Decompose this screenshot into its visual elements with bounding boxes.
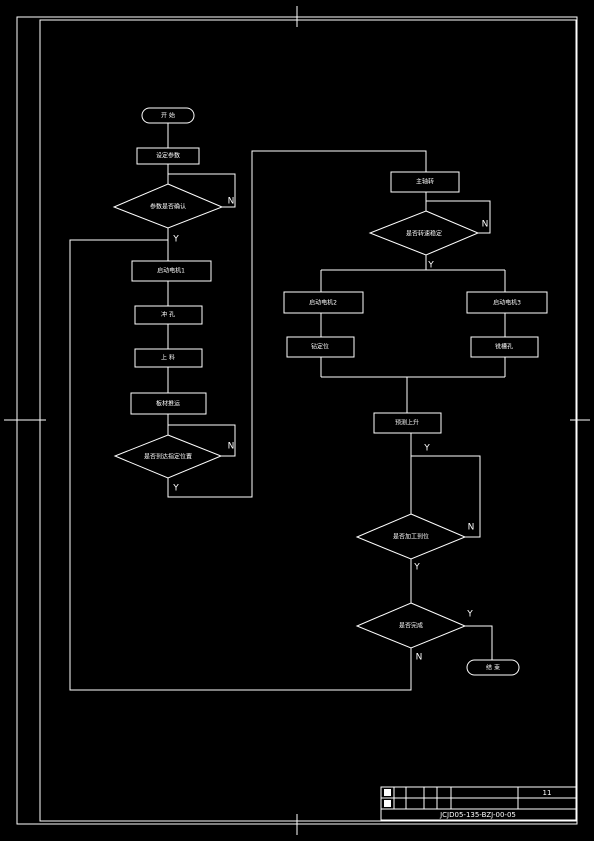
yes-label: Y	[423, 444, 430, 454]
decision-label: 是否转速稳定	[406, 230, 442, 238]
decision-label: 参数是否确认	[150, 203, 186, 211]
process-label: 钻定位	[311, 343, 329, 351]
process-label: 启动电机2	[309, 299, 337, 307]
decision-label: 是否到达指定位置	[144, 453, 192, 461]
yes-label: Y	[427, 261, 434, 271]
process-label: 上 料	[161, 354, 175, 362]
title-block-mark	[384, 800, 391, 807]
decision-diamond	[113, 434, 223, 479]
inner-border	[39, 19, 577, 822]
labels: 开 始 结 束 设定参数 启动电机1 冲 孔 上 料 板材推运 主轴转 启动电机…	[144, 112, 521, 672]
process-box	[131, 260, 212, 282]
no-label: N	[468, 523, 475, 533]
start-label: 开 始	[161, 112, 175, 120]
shapes	[112, 107, 548, 676]
decision-diamond	[112, 183, 224, 229]
start-terminal	[141, 107, 195, 124]
connectors	[69, 123, 506, 691]
decision-diamond	[355, 513, 467, 560]
process-box	[134, 305, 203, 325]
no-label: N	[482, 220, 489, 230]
process-box	[134, 348, 203, 368]
process-label: 冲 孔	[161, 311, 175, 319]
decision-diamond	[355, 602, 467, 649]
process-box	[136, 147, 200, 165]
process-box	[390, 171, 460, 193]
yes-label: Y	[172, 235, 179, 245]
yes-label: Y	[413, 563, 420, 573]
process-label: 设定参数	[156, 152, 180, 160]
center-marks	[4, 6, 590, 835]
process-box	[283, 291, 364, 314]
yes-label: Y	[172, 484, 179, 494]
decision-diamond	[368, 210, 480, 256]
end-label: 结 束	[486, 664, 500, 672]
process-label: 主轴转	[416, 178, 434, 186]
title-block: 11 JCJD05-135-BZJ-00-05	[380, 786, 577, 821]
title-block-mark	[384, 789, 391, 796]
yes-label: Y	[466, 610, 473, 620]
process-box	[470, 336, 539, 358]
process-label: 板材推运	[156, 400, 180, 408]
no-label: N	[228, 197, 235, 207]
process-label: 预测上升	[395, 419, 419, 427]
decision-label: 是否完成	[399, 622, 423, 630]
process-box	[466, 291, 548, 314]
process-box	[286, 336, 355, 358]
sheet-number: 11	[543, 789, 552, 797]
end-terminal	[466, 659, 520, 676]
process-label: 启动电机1	[157, 267, 185, 275]
no-label: N	[416, 653, 423, 663]
process-label: 铣槽孔	[495, 343, 513, 351]
process-label: 启动电机3	[493, 299, 521, 307]
drawing-number: JCJD05-135-BZJ-00-05	[439, 811, 516, 819]
outer-border	[16, 16, 578, 825]
process-box	[130, 392, 207, 415]
decision-label: 是否加工到位	[393, 533, 429, 541]
process-box	[373, 412, 442, 434]
no-label: N	[228, 442, 235, 452]
